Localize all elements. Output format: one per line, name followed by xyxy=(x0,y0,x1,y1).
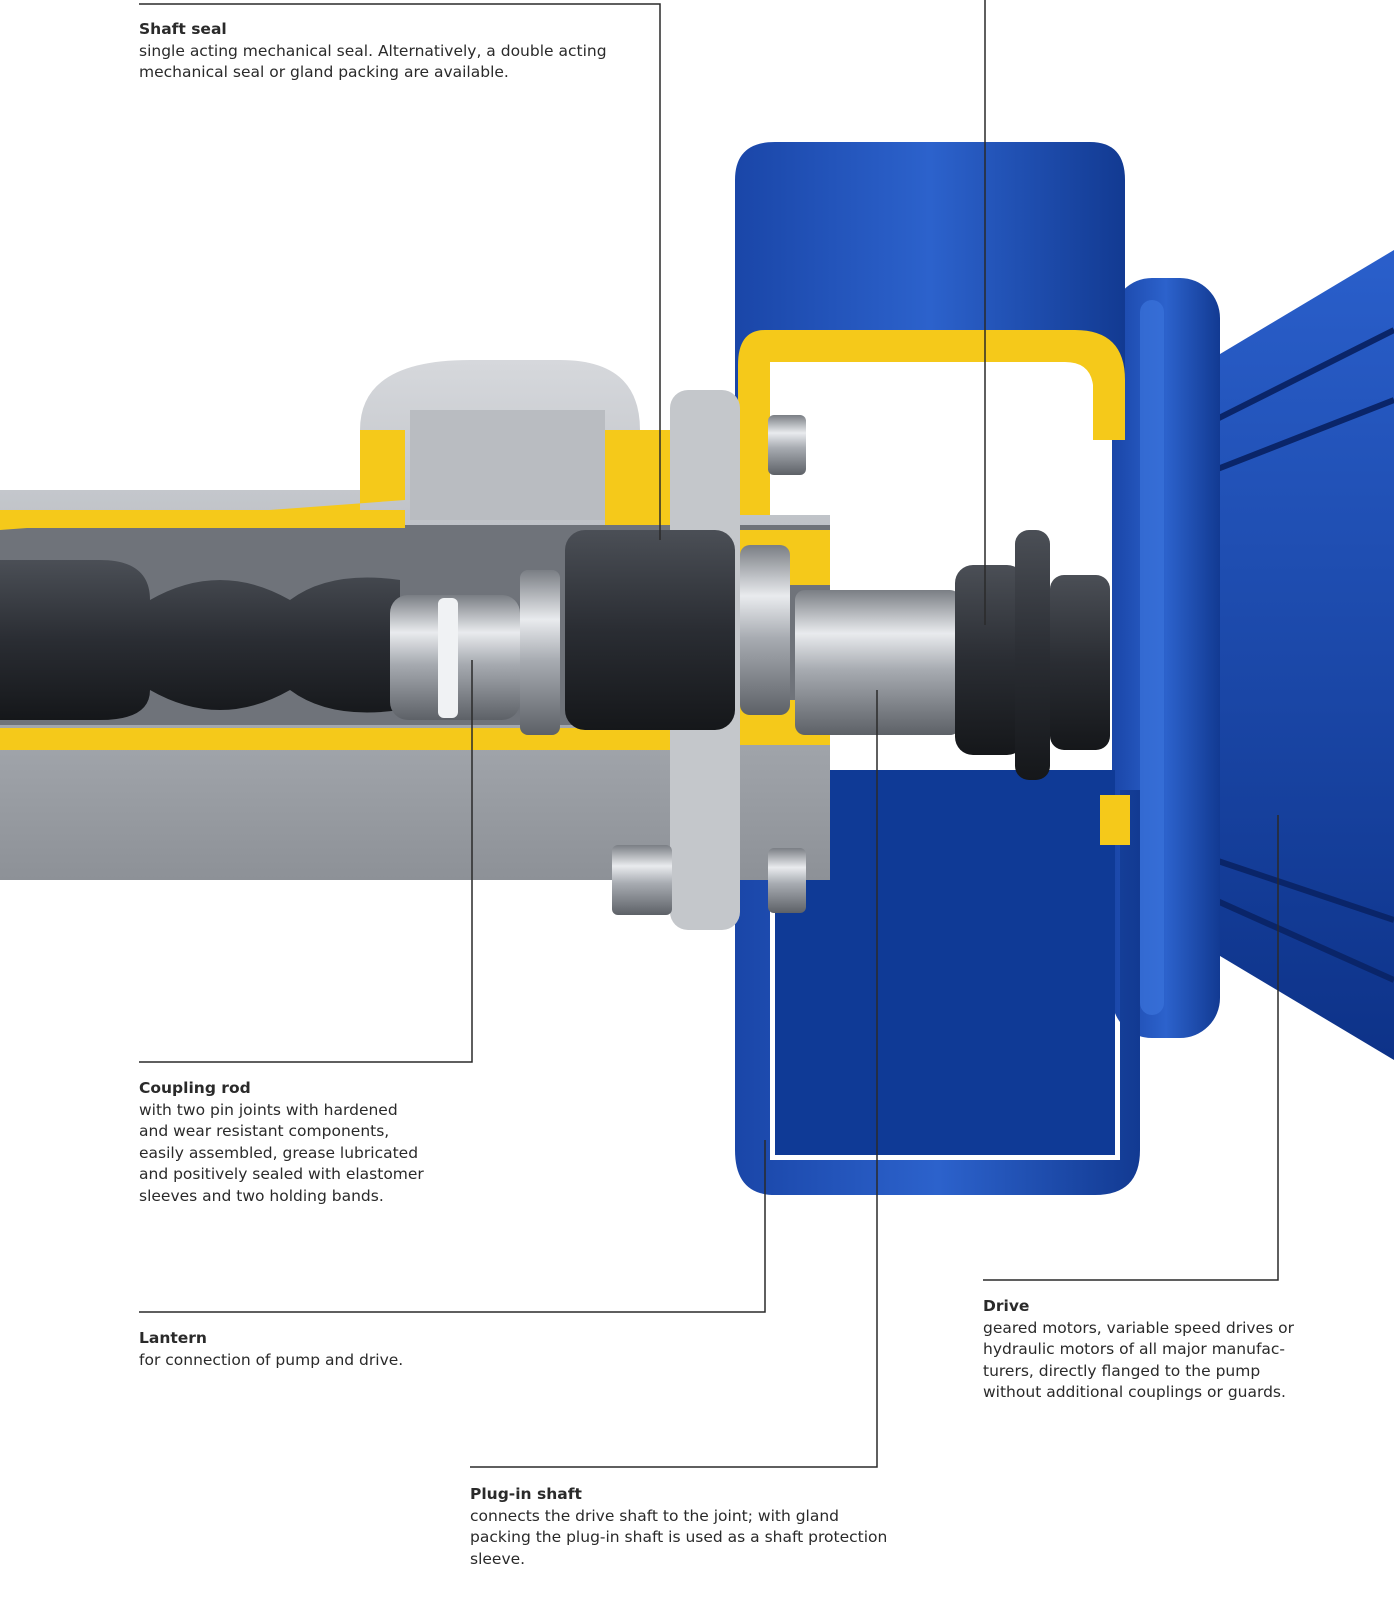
seal-ring xyxy=(740,545,790,715)
callout-lantern-title: Lantern xyxy=(139,1329,207,1347)
callout-coupling-rod-line: and wear resistant components, xyxy=(139,1122,390,1140)
callout-shaft-seal-title: Shaft seal xyxy=(139,20,227,38)
callout-coupling-rod-title: Coupling rod xyxy=(139,1079,251,1097)
callout-shaft-seal: Shaft seal single acting mechanical seal… xyxy=(139,19,659,84)
bolt-bottom xyxy=(768,848,806,913)
callout-lantern-line: for connection of pump and drive. xyxy=(139,1350,404,1369)
callout-shaft-seal-line: mechanical seal or gland packing are ava… xyxy=(139,63,509,81)
callout-plugin-shaft-line: packing the plug-in shaft is used as a s… xyxy=(470,1528,888,1546)
nut-bottom xyxy=(612,845,672,915)
callout-plugin-shaft-line: sleeve. xyxy=(470,1549,526,1568)
motor-fins xyxy=(1213,327,1394,983)
callout-drive-line: without additional couplings or guards. xyxy=(983,1383,1286,1401)
callout-coupling-rod-line: sleeves and two holding bands. xyxy=(139,1186,384,1205)
coupling-hub xyxy=(955,565,1025,755)
callout-coupling-rod: Coupling rod with two pin joints with ha… xyxy=(139,1078,469,1207)
callout-drive-line: turers, directly flanged to the pump xyxy=(983,1361,1261,1380)
callout-coupling-rod-line: with two pin joints with hardened xyxy=(139,1100,398,1119)
drive-motor xyxy=(1112,250,1394,1060)
callout-coupling-rod-line: easily assembled, grease lubricated xyxy=(139,1143,419,1162)
drive-flange-highlight xyxy=(1140,300,1164,1015)
seal-sleeve xyxy=(520,570,560,735)
callout-plugin-shaft-title: Plug-in shaft xyxy=(470,1485,582,1503)
mechanical-seal xyxy=(565,530,790,730)
housing-cut-top-band xyxy=(0,510,405,528)
callout-plugin-shaft-line: connects the drive shaft to the joint; w… xyxy=(470,1506,840,1525)
callout-lantern: Lantern for connection of pump and drive… xyxy=(139,1328,469,1371)
thread-port xyxy=(410,410,605,520)
bolt-top xyxy=(768,415,806,475)
coupling-pin xyxy=(438,598,458,718)
drive-coupling xyxy=(955,530,1110,780)
rotor-rubber xyxy=(0,560,400,720)
callout-coupling-rod-line: and positively sealed with elastomer xyxy=(139,1165,424,1183)
callout-drive-line: hydraulic motors of all major manufac- xyxy=(983,1340,1286,1358)
callout-drive-title: Drive xyxy=(983,1297,1030,1315)
coupling-ring xyxy=(1050,575,1110,750)
callout-drive: Drive geared motors, variable speed driv… xyxy=(983,1296,1323,1404)
lantern-cut-edge-right xyxy=(1100,795,1130,845)
callout-plugin-shaft: Plug-in shaft connects the drive shaft t… xyxy=(470,1484,930,1570)
callout-shaft-seal-line: single acting mechanical seal. Alternati… xyxy=(139,41,607,60)
lantern-cut-edge-top xyxy=(738,330,1125,560)
callout-drive-line: geared motors, variable speed drives or xyxy=(983,1318,1294,1337)
housing-cut-bottom-band xyxy=(0,728,680,750)
plugin-shaft xyxy=(795,590,960,735)
coupling-disc xyxy=(1015,530,1050,780)
seal-spring xyxy=(565,530,735,730)
